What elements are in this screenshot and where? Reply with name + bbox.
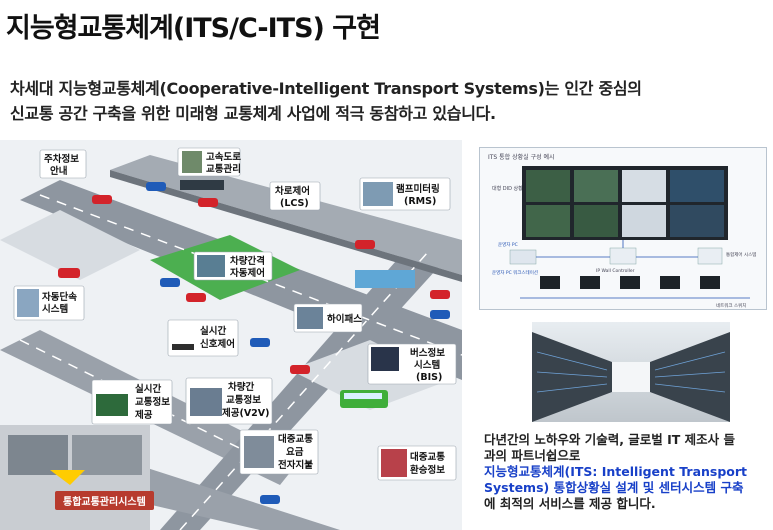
label-v2v-l1: 차량간 [228, 381, 254, 393]
label-enf-l1: 자동단속 [42, 291, 77, 303]
control-room-svg: ITS 통합 상황실 구성 예시 대형 DID 상황판 운영자 PC IP Wa… [480, 148, 766, 309]
its-city-illustration: 주차정보 안내 고속도로 교통관리 차로제어 (LCS) 램프미터링 (RMS)… [0, 140, 462, 530]
label-gap-l1: 차량간격 [230, 255, 265, 267]
desc-line-1: 다년간의 노하우와 기술력, 글로벌 IT 제조사 들 [484, 432, 736, 447]
label-v2v-l2: 교통정보 [226, 394, 261, 406]
page-title: 지능형교통체계(ITS/C-ITS) 구현 [6, 13, 381, 44]
ctrl-label-switch: 네트워크 스위치 [716, 302, 746, 309]
cross-road-2 [160, 245, 445, 530]
label-enforcement: 자동단속 시스템 [13, 285, 85, 321]
label-parking-l2: 안내 [50, 165, 67, 177]
label-traffic-info: 실시간 교통정보 제공 [91, 379, 173, 425]
data-center-photo [532, 322, 730, 422]
label-rms-l2: (RMS) [404, 196, 436, 207]
hipass-toll-gate [355, 270, 415, 288]
desc-line-3: 에 최적의 서비스를 제공 합니다. [484, 496, 656, 511]
ctrl-label-workstation: 운영자 PC 워크스테이션 [492, 269, 538, 276]
label-bis-l3: (BIS) [416, 372, 442, 383]
service-description: 다년간의 노하우와 기술력, 글로벌 IT 제조사 들 과의 파트너쉽으로 지능… [484, 432, 769, 512]
label-fare-l1: 대중교통 [278, 433, 313, 445]
label-fare-l3: 전자지불 [278, 459, 313, 471]
label-signal-l2: 신호제어 [200, 338, 235, 350]
label-hipass: 하이패스 [293, 303, 363, 333]
label-transfer-l1: 대중교통 [410, 451, 445, 463]
label-bis-l2: 시스템 [414, 359, 440, 371]
label-lane-control: 차로제어 (LCS) [269, 181, 321, 211]
label-highway-l1: 고속도로 [206, 151, 241, 163]
ctrl-title: ITS 통합 상황실 구성 예시 [488, 153, 555, 161]
label-signal-l1: 실시간 [200, 325, 226, 337]
label-v2v: 차량간 교통정보 제공(V2V) [185, 377, 273, 425]
label-enf-l2: 시스템 [42, 303, 68, 315]
intro-line-2: 신교통 공간 구축을 위한 미래형 교통체계 사업에 적극 동참하고 있습니다. [10, 104, 496, 123]
label-transfer: 대중교통 환승정보 [377, 445, 457, 481]
desc-line-2: 과의 파트너쉽으로 [484, 448, 581, 463]
label-vehicle-gap: 차량간격 자동제어 [193, 251, 273, 281]
label-ramp-metering: 램프미터링 (RMS) [359, 177, 451, 211]
its-city-svg: 주차정보 안내 고속도로 교통관리 차로제어 (LCS) 램프미터링 (RMS)… [0, 140, 462, 530]
label-lcs-l2: (LCS) [280, 198, 309, 209]
control-room-diagram: ITS 통합 상황실 구성 예시 대형 DID 상황판 운영자 PC IP Wa… [479, 147, 767, 310]
label-rms-l1: 램프미터링 [396, 183, 440, 195]
label-tinfo-l2: 교통정보 [135, 396, 170, 408]
label-bis: 버스정보 시스템 (BIS) [367, 343, 457, 385]
label-fare-l2: 요금 [286, 447, 304, 458]
label-signal: 실시간 신호제어 [167, 319, 239, 357]
vms-gantry [180, 180, 224, 190]
label-tinfo-l3: 제공 [135, 409, 153, 421]
label-highway: 고속도로 교통관리 [177, 147, 241, 177]
ctrl-label-integrated: 통합제어 시스템 [726, 251, 756, 258]
desc-highlight-1: 지능형교통체계(ITS: Intelligent Transport [484, 464, 748, 479]
label-parking-l1: 주차정보 [44, 153, 79, 165]
label-parking: 주차정보 안내 [39, 149, 87, 179]
intro-line-1: 차세대 지능형교통체계(Cooperative-Intelligent Tran… [10, 79, 642, 98]
label-v2v-l3: 제공(V2V) [222, 407, 269, 419]
label-transfer-l2: 환승정보 [410, 464, 445, 476]
label-hipass-l1: 하이패스 [327, 313, 362, 325]
label-tinfo-l1: 실시간 [135, 383, 161, 395]
intro-text: 차세대 지능형교통체계(Cooperative-Intelligent Tran… [10, 76, 765, 126]
video-wall-tiles [526, 170, 724, 237]
label-bis-l1: 버스정보 [410, 347, 445, 359]
workstation-monitors [540, 276, 720, 289]
ip-wall-controller [609, 247, 637, 265]
label-gap-l2: 자동제어 [230, 267, 265, 279]
label-fare: 대중교통 요금 전자지불 [239, 429, 319, 475]
label-lcs-l1: 차로제어 [275, 185, 310, 197]
control-room-label: 통합교통관리시스템 [55, 491, 154, 510]
label-highway-l2: 교통관리 [206, 163, 241, 175]
ctrl-label-operator: 운영자 PC [498, 241, 518, 248]
desc-highlight-2: Systems) 통합상황실 설계 및 센터시스템 구축 [484, 480, 744, 495]
alert-icon [50, 470, 85, 485]
ctrl-label-wall: 대형 DID 상황판 [492, 185, 528, 192]
ctrl-label-controller: IP Wall Controller [596, 268, 635, 274]
